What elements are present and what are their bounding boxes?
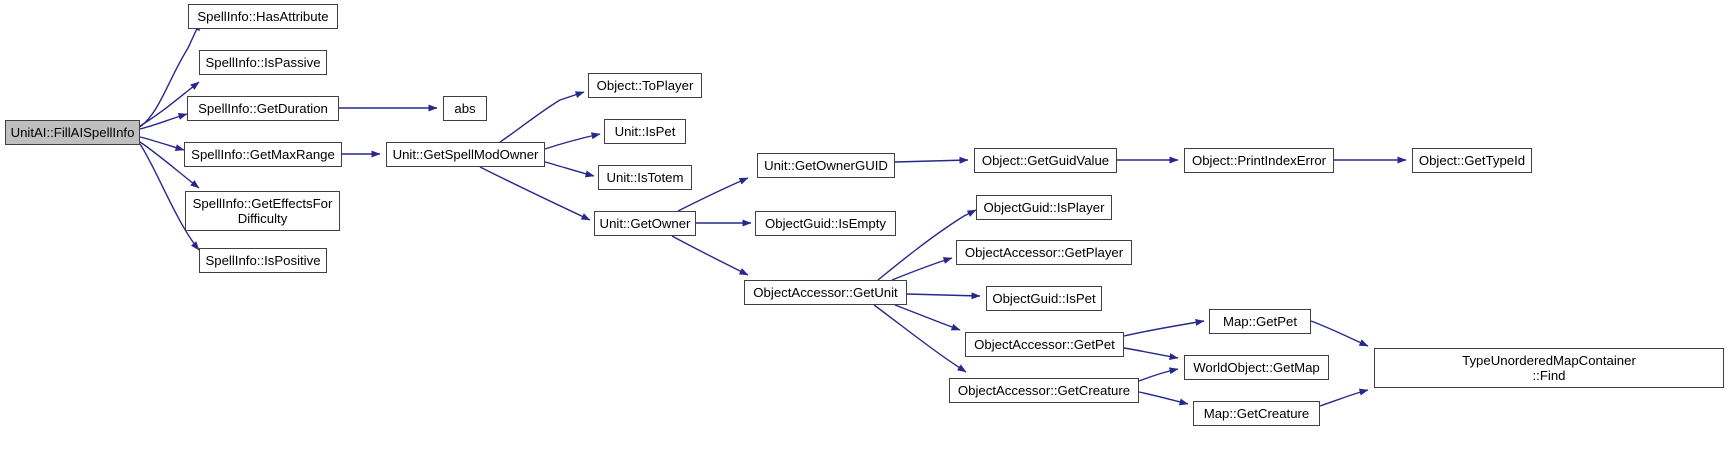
graph-node-label: Unit::GetSpellModOwner (392, 147, 539, 162)
graph-node-label: Object::GetGuidValue (981, 153, 1110, 168)
graph-edge-n15-to-n21 (906, 292, 981, 300)
graph-node-label: SpellInfo::GetMaxRange (191, 147, 335, 162)
graph-node-label: Map::GetCreature (1203, 406, 1310, 421)
graph-node-n27[interactable]: TypeUnorderedMapContainer ::Find (1374, 348, 1724, 388)
graph-node-n15[interactable]: ObjectAccessor::GetUnit (744, 280, 907, 305)
graph-edge-n22-to-n24 (1123, 318, 1205, 337)
graph-node-n2[interactable]: SpellInfo::IsPassive (199, 50, 327, 75)
graph-node-n16[interactable]: Object::GetGuidValue (974, 148, 1117, 173)
graph-edge-n8-to-n10 (544, 132, 601, 150)
graph-node-n17[interactable]: Object::PrintIndexError (1184, 148, 1334, 173)
graph-node-label: Object::PrintIndexError (1191, 153, 1327, 168)
graph-node-label: ObjectGuid::IsPet (992, 291, 1096, 306)
graph-node-label: SpellInfo::GetEffectsFor Difficulty (192, 196, 333, 226)
graph-node-n4[interactable]: SpellInfo::GetMaxRange (184, 142, 342, 167)
graph-node-label: ObjectAccessor::GetPet (974, 337, 1115, 352)
graph-node-label: ObjectGuid::IsEmpty (765, 216, 886, 231)
graph-node-label: UnitAI::FillAISpellInfo (10, 125, 135, 140)
graph-node-n24[interactable]: Map::GetPet (1209, 309, 1311, 334)
graph-node-label: SpellInfo::HasAttribute (197, 9, 329, 24)
graph-node-n21[interactable]: ObjectGuid::IsPet (986, 286, 1102, 311)
graph-node-n1[interactable]: SpellInfo::HasAttribute (188, 4, 338, 29)
graph-edge-n26-to-n27 (1319, 388, 1369, 407)
graph-node-label: ObjectAccessor::GetCreature (957, 383, 1131, 398)
graph-edge-n8-to-n11 (544, 161, 595, 178)
graph-node-n10[interactable]: Unit::IsPet (604, 119, 686, 144)
graph-node-n14[interactable]: ObjectGuid::IsEmpty (755, 211, 896, 236)
graph-node-label: SpellInfo::GetDuration (198, 101, 328, 116)
graph-edge-n8-to-n9 (499, 91, 585, 143)
graph-node-n25[interactable]: WorldObject::GetMap (1184, 355, 1329, 380)
graph-edge-n23-to-n25 (1138, 367, 1179, 382)
graph-edge-n8-to-n12 (479, 166, 591, 221)
graph-node-label: ObjectAccessor::GetUnit (753, 285, 898, 300)
graph-edge-n22-to-n25 (1123, 347, 1179, 361)
graph-edge-n15-to-n22 (894, 304, 961, 331)
graph-node-n5[interactable]: SpellInfo::GetEffectsFor Difficulty (185, 191, 340, 231)
graph-node-label: ObjectGuid::IsPlayer (983, 200, 1105, 215)
graph-node-n13[interactable]: Unit::GetOwnerGUID (757, 153, 895, 178)
graph-node-n7[interactable]: abs (443, 96, 487, 121)
graph-node-label: Unit::IsTotem (606, 170, 684, 185)
graph-node-n11[interactable]: Unit::IsTotem (598, 165, 692, 190)
graph-node-n26[interactable]: Map::GetCreature (1193, 401, 1320, 426)
graph-edge-n15-to-n20 (891, 257, 953, 281)
graph-node-label: Object::GetTypeId (1418, 153, 1526, 168)
graph-edge-n0-to-n4 (139, 136, 185, 152)
graph-node-n9[interactable]: Object::ToPlayer (588, 73, 702, 98)
graph-node-label: abs (454, 101, 476, 116)
graph-node-label: Map::GetPet (1222, 314, 1298, 329)
graph-edge-n12-to-n15 (671, 235, 749, 276)
graph-node-n6[interactable]: SpellInfo::IsPositive (199, 248, 327, 273)
graph-node-n23[interactable]: ObjectAccessor::GetCreature (949, 378, 1139, 403)
graph-edge-n0-to-n3 (139, 113, 188, 130)
graph-node-label: WorldObject::GetMap (1193, 360, 1320, 375)
graph-node-label: ObjectAccessor::GetPlayer (964, 245, 1124, 260)
graph-node-label: Unit::GetOwnerGUID (764, 158, 888, 173)
graph-node-label: SpellInfo::IsPassive (205, 55, 321, 70)
graph-edge-n15-to-n23 (873, 304, 967, 373)
graph-node-n20[interactable]: ObjectAccessor::GetPlayer (956, 240, 1132, 265)
graph-node-n3[interactable]: SpellInfo::GetDuration (187, 96, 339, 121)
graph-node-n0[interactable]: UnitAI::FillAISpellInfo (5, 120, 140, 145)
graph-node-n12[interactable]: Unit::GetOwner (594, 211, 696, 236)
graph-node-label: Object::ToPlayer (596, 78, 694, 93)
graph-node-n18[interactable]: Object::GetTypeId (1412, 148, 1532, 173)
graph-node-label: Unit::IsPet (614, 124, 676, 139)
graph-node-label: TypeUnorderedMapContainer ::Find (1462, 353, 1636, 383)
graph-node-n22[interactable]: ObjectAccessor::GetPet (965, 332, 1124, 357)
graph-edge-n13-to-n16 (894, 156, 969, 164)
graph-node-n19[interactable]: ObjectGuid::IsPlayer (976, 195, 1112, 220)
graph-edge-n23-to-n26 (1138, 391, 1189, 406)
graph-node-label: Unit::GetOwner (599, 216, 691, 231)
graph-node-n8[interactable]: Unit::GetSpellModOwner (386, 142, 545, 167)
graph-edge-n24-to-n27 (1310, 320, 1369, 347)
graph-node-label: SpellInfo::IsPositive (205, 253, 321, 268)
